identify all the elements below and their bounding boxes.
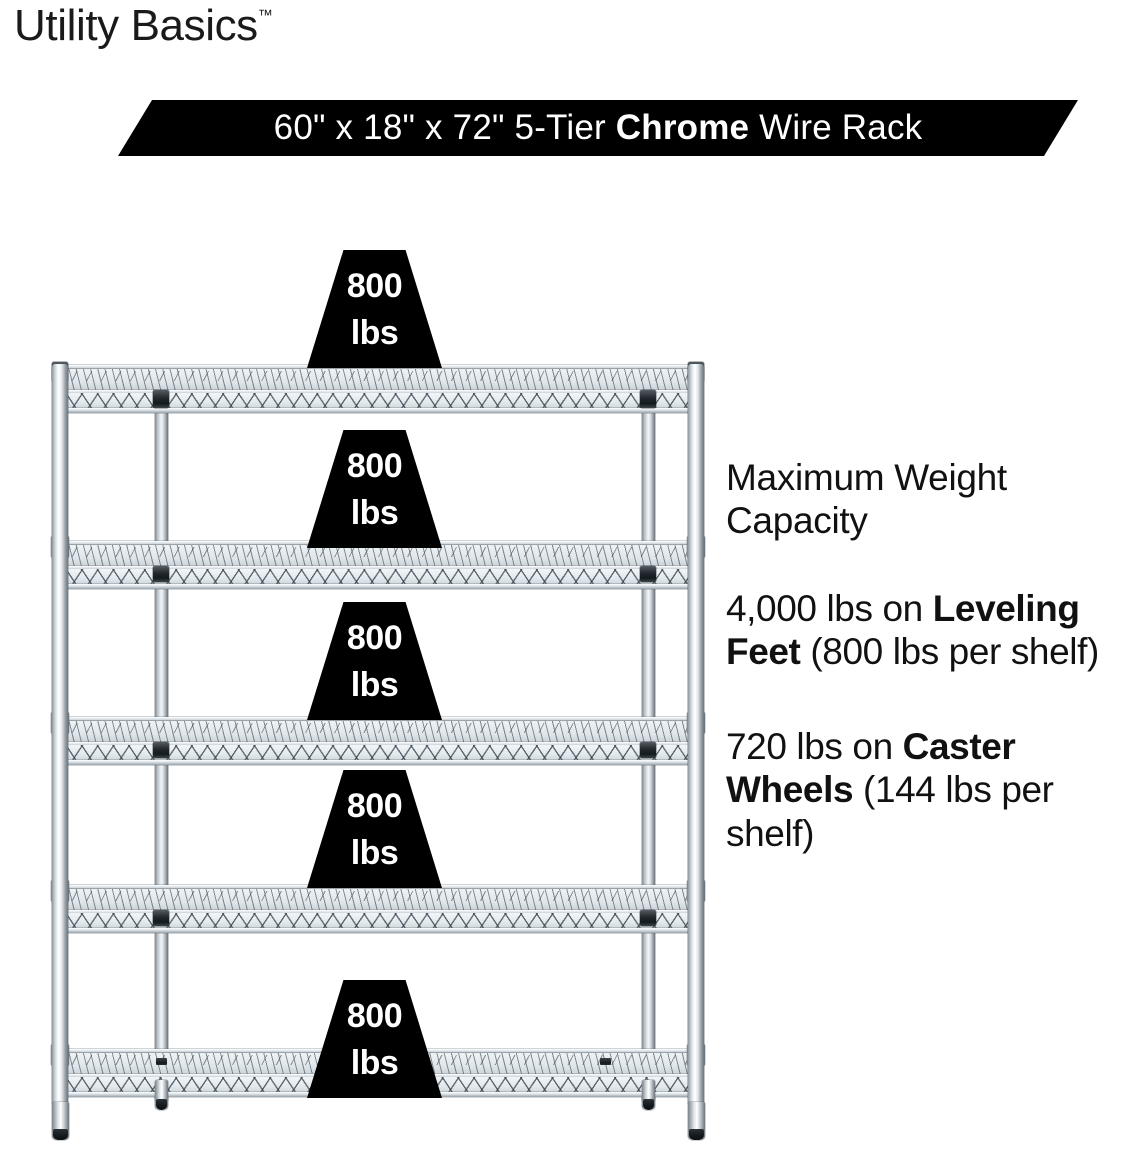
shelf-4-rear-right-collar — [640, 910, 656, 926]
weight-badge-shelf-2: 800 lbs — [307, 430, 442, 548]
weight-badge-5-unit: lbs — [350, 1043, 399, 1082]
weight-badge-shelf-4: 800 lbs — [307, 770, 442, 888]
shelf-1-deck — [60, 368, 700, 394]
leveling-detail: (800 lbs per shelf) — [800, 630, 1099, 672]
front-left-post — [52, 364, 68, 1106]
weight-badge-3-value: 800 — [346, 618, 403, 657]
caster-detail: (144 lbs per shelf) — [726, 769, 1054, 854]
shelf-3-bottom-rail — [60, 760, 700, 765]
leveling-foot-front-left — [52, 1102, 69, 1140]
front-right-post — [688, 364, 704, 1106]
leveling-emphasis: Leveling Feet — [726, 587, 1080, 672]
shelf-3-rear-right-collar — [640, 742, 656, 758]
product-title-banner: 60" x 18" x 72" 5-Tier Chrome Wire Rack — [118, 100, 1078, 156]
shelf-3-mid-rail — [60, 742, 700, 747]
trademark-icon: ™ — [257, 7, 273, 24]
title-finish: Chrome — [615, 107, 750, 147]
brand-name: Utility Basics — [14, 1, 258, 50]
shelf-1-mid-rail — [60, 390, 700, 395]
brand-logo: Utility Basics™ — [14, 4, 273, 48]
shelf-1 — [60, 365, 700, 414]
caster-emphasis: Caster Wheels — [726, 726, 1016, 811]
shelf-1-rear-left-collar — [153, 390, 169, 408]
shelf-3-deck — [60, 720, 700, 746]
weight-badge-shelf-5: 800 lbs — [307, 980, 442, 1098]
shelf-3-rear-left-collar — [153, 742, 169, 758]
weight-badge-4-unit: lbs — [350, 833, 399, 872]
shelf-4-deck — [60, 888, 700, 914]
shelf-1-rear-right-collar — [640, 390, 656, 408]
capacity-heading: Maximum Weight Capacity — [726, 457, 1007, 542]
weight-badge-1-value: 800 — [346, 266, 403, 305]
shelf-4 — [60, 885, 700, 934]
weight-badge-shelf-3: 800 lbs — [307, 602, 442, 720]
leveling-feet-capacity: 4,000 lbs on Leveling Feet (800 lbs per … — [726, 587, 1118, 674]
caster-total: 720 lbs on — [726, 726, 903, 768]
title-type: Wire Rack — [749, 107, 923, 147]
shelf-2-mid-rail — [60, 566, 700, 571]
capacity-copy-block: Maximum Weight Capacity 4,000 lbs on Lev… — [726, 456, 1118, 855]
weight-badge-4-value: 800 — [346, 786, 403, 825]
weight-badge-shelf-1: 800 lbs — [307, 250, 442, 368]
weight-badge-3-unit: lbs — [350, 665, 399, 704]
shelf-1-bottom-rail — [60, 408, 700, 413]
weight-badge-2-unit: lbs — [350, 493, 399, 532]
shelf-2-bottom-rail — [60, 584, 700, 589]
title-dimensions: 60" x 18" x 72" 5-Tier — [273, 107, 616, 147]
product-title-text: 60" x 18" x 72" 5-Tier Chrome Wire Rack — [274, 110, 923, 145]
shelf-4-mid-rail — [60, 910, 700, 915]
shelf-5-clip-right — [600, 1058, 611, 1065]
wire-rack-illustration: 800 lbs 800 lbs 800 lbs 800 lbs 800 lbs — [22, 250, 712, 1140]
leveling-foot-rear-left — [155, 1080, 168, 1110]
shelf-4-bottom-rail — [60, 928, 700, 933]
shelf-2-rear-left-collar — [153, 566, 169, 582]
shelf-2-rear-right-collar — [640, 566, 656, 582]
leveling-foot-front-right — [688, 1102, 705, 1140]
weight-badge-2-value: 800 — [346, 446, 403, 485]
weight-badge-5-value: 800 — [346, 996, 403, 1035]
shelf-5-clip-left — [156, 1058, 167, 1065]
leveling-total: 4,000 lbs on — [726, 587, 933, 629]
caster-wheels-capacity: 720 lbs on Caster Wheels (144 lbs per sh… — [726, 725, 1118, 855]
shelf-4-rear-left-collar — [153, 910, 169, 926]
weight-badge-1-unit: lbs — [350, 313, 399, 352]
leveling-foot-rear-right — [642, 1080, 655, 1110]
